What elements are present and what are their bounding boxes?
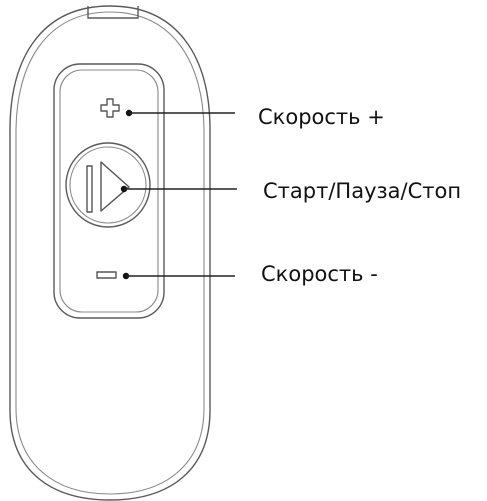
play-pause-icon: [86, 161, 130, 213]
button-panel-outer: [53, 63, 165, 319]
leader-speed-up: [125, 109, 235, 117]
button-panel-inner: [59, 69, 159, 313]
minus-icon[interactable]: [96, 271, 117, 279]
remote-body-inner: [15, 11, 205, 495]
plus-icon[interactable]: [100, 98, 120, 118]
top-notch: [87, 6, 139, 19]
leader-speed-down: [122, 272, 235, 280]
label-speed-up: Скорость +: [258, 105, 385, 129]
play-pause-button[interactable]: [65, 142, 151, 228]
leader-start-pause-stop: [120, 185, 237, 193]
label-start-pause-stop: Старт/Пауза/Стоп: [263, 179, 462, 203]
remote-body-outer: [9, 5, 211, 501]
label-speed-down: Скорость -: [261, 262, 378, 286]
